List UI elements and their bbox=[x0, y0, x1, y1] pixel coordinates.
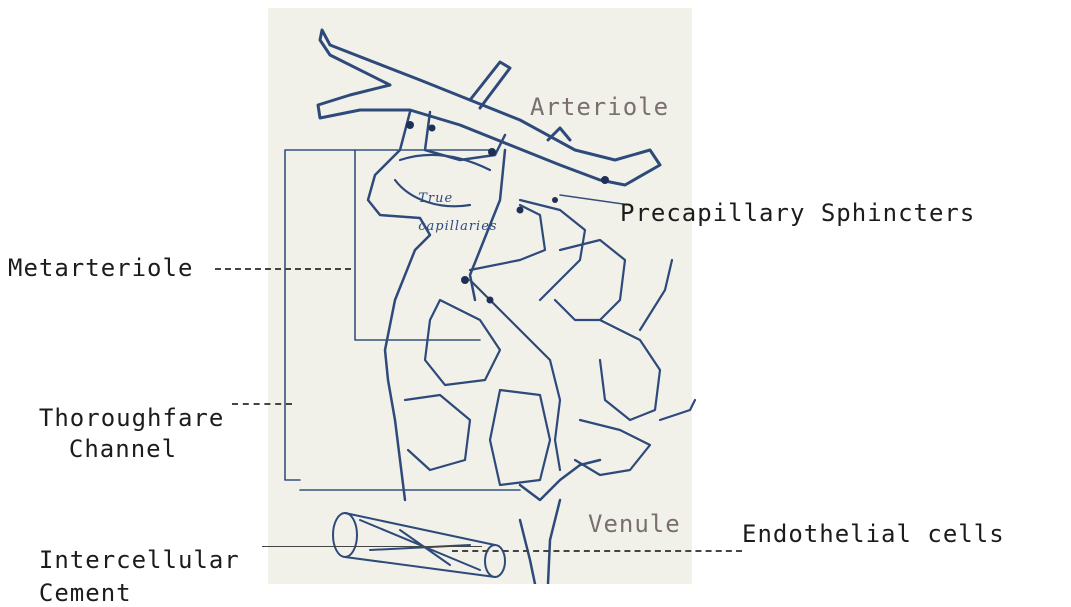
true-capillaries-label: True capillaries bbox=[408, 178, 498, 234]
intercellular-label-line2: Cement bbox=[39, 579, 132, 607]
true-capillaries-line2: capillaries bbox=[418, 219, 497, 234]
endothelial-leader-line bbox=[452, 550, 742, 552]
thoroughfare-leader-line bbox=[232, 403, 292, 405]
intercellular-leader-line bbox=[262, 546, 482, 547]
metarteriole-leader-line bbox=[215, 268, 351, 270]
thoroughfare-label-2: Channel bbox=[38, 407, 177, 463]
capillary-bed-drawing bbox=[0, 0, 1071, 584]
arteriole-label: Arteriole bbox=[530, 93, 669, 121]
precapillary-sphincters-label: Precapillary Sphincters bbox=[620, 199, 975, 227]
true-capillaries-line1: True bbox=[418, 191, 453, 206]
endothelial-cylinder bbox=[333, 513, 505, 577]
thoroughfare-label-line2: Channel bbox=[69, 435, 177, 463]
intercellular-label-2: Cement bbox=[8, 551, 132, 607]
metarteriole-label: Metarteriole bbox=[8, 254, 193, 282]
endothelial-cells-label: Endothelial cells bbox=[742, 520, 1005, 548]
venule-label: Venule bbox=[588, 510, 681, 538]
